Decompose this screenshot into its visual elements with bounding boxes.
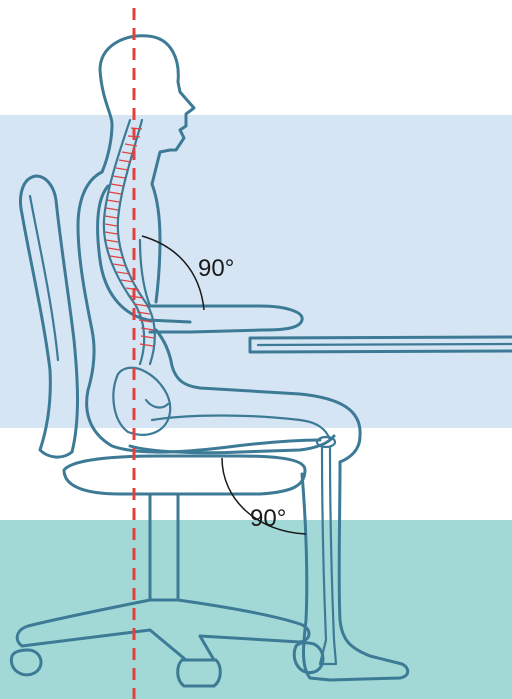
elbow-angle-label: 90° bbox=[198, 255, 234, 282]
knee-angle-label: 90° bbox=[250, 505, 286, 532]
background-band-top bbox=[0, 0, 512, 115]
background-band-teal bbox=[0, 520, 512, 699]
